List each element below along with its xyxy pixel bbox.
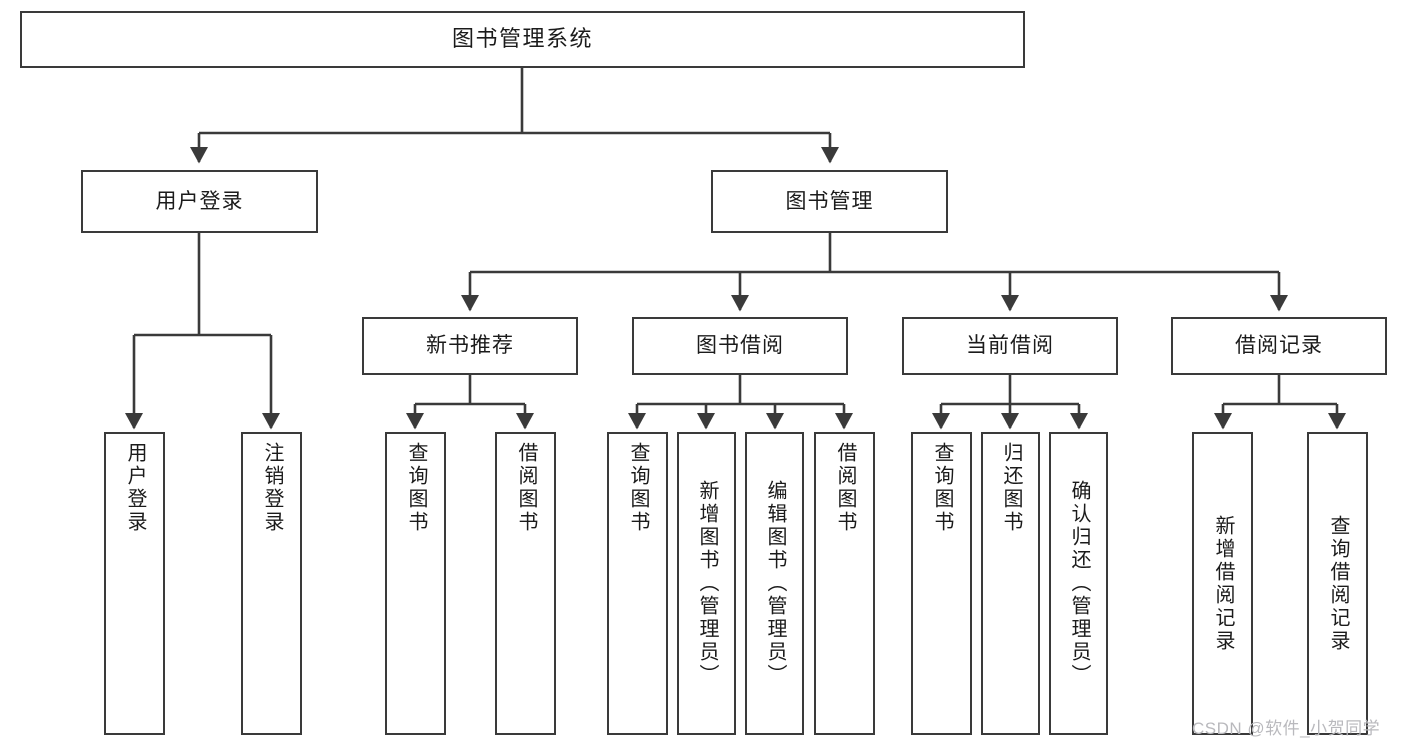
leaf-query-book-recommend[interactable]: 查询图书	[385, 432, 446, 735]
node-new-book-recommend[interactable]: 新书推荐	[362, 317, 578, 375]
leaf-query-book-borrow[interactable]: 查询图书	[607, 432, 668, 735]
leaf-user-login[interactable]: 用户登录	[104, 432, 165, 735]
node-book-management[interactable]: 图书管理	[711, 170, 948, 233]
leaf-add-borrow-record[interactable]: 新增借阅记录	[1192, 432, 1253, 735]
leaf-add-book-admin[interactable]: 新增图书（管理员）	[677, 432, 736, 735]
leaf-borrow-book-recommend[interactable]: 借阅图书	[495, 432, 556, 735]
leaf-query-borrow-record[interactable]: 查询借阅记录	[1307, 432, 1368, 735]
leaf-edit-book-admin[interactable]: 编辑图书（管理员）	[745, 432, 804, 735]
node-book-borrow[interactable]: 图书借阅	[632, 317, 848, 375]
leaf-confirm-return-admin[interactable]: 确认归还（管理员）	[1049, 432, 1108, 735]
leaf-logout-login[interactable]: 注销登录	[241, 432, 302, 735]
node-current-borrow[interactable]: 当前借阅	[902, 317, 1118, 375]
node-borrow-record[interactable]: 借阅记录	[1171, 317, 1387, 375]
node-root-book-management-system[interactable]: 图书管理系统	[20, 11, 1025, 68]
node-user-login[interactable]: 用户登录	[81, 170, 318, 233]
leaf-query-book-current[interactable]: 查询图书	[911, 432, 972, 735]
leaf-borrow-book-borrow[interactable]: 借阅图书	[814, 432, 875, 735]
leaf-return-book[interactable]: 归还图书	[981, 432, 1040, 735]
